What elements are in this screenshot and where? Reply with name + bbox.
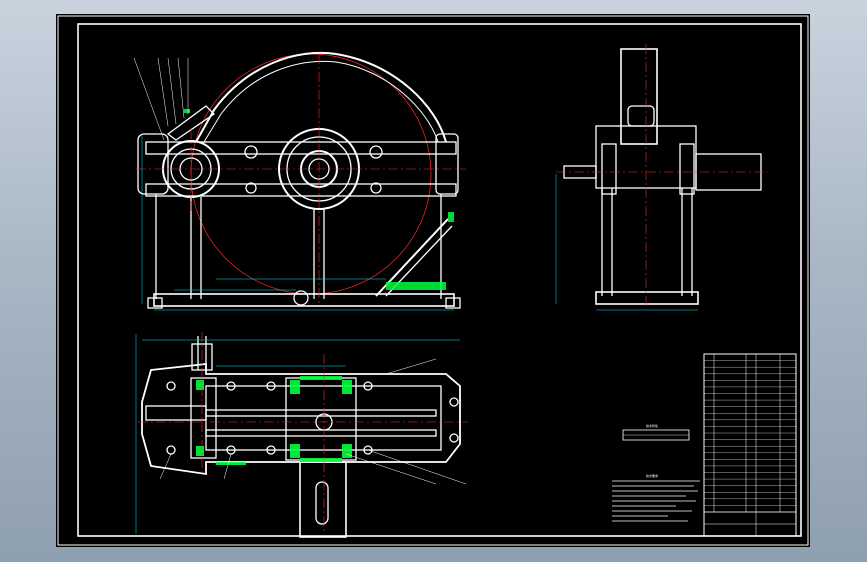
bolt-boss xyxy=(245,182,257,194)
leader-line xyxy=(177,57,185,119)
plan-housing-outline xyxy=(141,362,461,476)
plan-leaders xyxy=(159,358,467,485)
bolt-boss xyxy=(244,145,258,159)
title-block xyxy=(703,353,797,537)
base-plate xyxy=(153,293,455,307)
plan-bolt xyxy=(449,433,459,443)
base-foot-right xyxy=(445,297,461,309)
plan-inner-cavity xyxy=(205,385,442,451)
front-leaders xyxy=(133,57,189,141)
gear-cover-outline xyxy=(195,51,447,143)
spec-heading: 技术特性 xyxy=(646,424,659,428)
gear-teeth-section xyxy=(300,458,342,462)
plan-input-shaft xyxy=(145,405,207,421)
drawing-sheet: 技术特性 技术要求 xyxy=(56,14,810,547)
bearing-section xyxy=(196,446,204,456)
side-bearing-left xyxy=(601,143,617,195)
leader-line xyxy=(133,57,165,141)
leader-line xyxy=(159,453,172,480)
plan-gear-shaft xyxy=(205,429,437,437)
plan-bolt xyxy=(166,381,176,391)
plan-bolt xyxy=(226,381,236,391)
bearing-section xyxy=(342,380,352,394)
base-foot-left xyxy=(147,297,163,309)
bearing-section xyxy=(196,380,204,390)
side-body xyxy=(620,48,658,145)
plan-centre-lines xyxy=(138,332,468,534)
leader-line xyxy=(345,453,437,485)
side-centre-lines xyxy=(556,44,768,309)
plan-bearing-block-left xyxy=(190,377,217,459)
upper-flange xyxy=(145,141,457,155)
leader-line xyxy=(157,57,169,127)
side-dimensions xyxy=(555,174,698,311)
bolt-boss xyxy=(370,182,382,194)
bearing-section xyxy=(342,444,352,458)
plug-fill xyxy=(184,109,190,113)
side-base xyxy=(595,291,699,305)
bearing-section xyxy=(290,380,300,394)
title-block-frame xyxy=(703,353,797,537)
front-centre-lines xyxy=(136,54,466,304)
plan-section-view xyxy=(141,336,461,538)
plan-bolt xyxy=(266,445,276,455)
plan-bolt xyxy=(266,381,276,391)
front-section-fills xyxy=(184,109,454,290)
left-end-cap xyxy=(137,133,169,195)
right-end-cap xyxy=(435,133,459,195)
notes-heading: 技术要求 xyxy=(646,474,659,478)
plan-bolt xyxy=(363,381,373,391)
front-dimensions xyxy=(141,134,454,311)
side-bearing-right xyxy=(679,143,695,195)
seal-section xyxy=(216,462,246,465)
sheet-outer-frame xyxy=(57,15,809,546)
leader-line xyxy=(367,449,467,485)
gear-cover-inner xyxy=(203,60,439,143)
bolt-boss xyxy=(369,145,383,159)
plan-pinion-shaft xyxy=(205,409,437,417)
leader-line xyxy=(167,57,177,125)
cad-drawing xyxy=(57,15,809,546)
plan-output-extension xyxy=(299,461,347,538)
plan-section-fills xyxy=(196,376,352,465)
bearing-section xyxy=(290,444,300,458)
gear-teeth-section xyxy=(300,376,342,380)
spec-box xyxy=(622,429,690,441)
plan-keyway xyxy=(315,481,329,525)
plan-bolt xyxy=(166,445,176,455)
plan-dimensions xyxy=(135,334,460,534)
oil-level-fill xyxy=(386,282,446,290)
leader-line xyxy=(385,358,437,375)
gauge-fill xyxy=(448,212,454,222)
leader-line xyxy=(223,453,232,480)
side-inspection-cover xyxy=(627,105,655,127)
front-elevation-view xyxy=(137,51,461,309)
technical-notes xyxy=(612,480,700,522)
sheet-inner-frame xyxy=(77,23,802,537)
drain-plug xyxy=(293,290,309,306)
side-elevation-view xyxy=(563,48,762,305)
plan-bolt xyxy=(449,397,459,407)
plan-bolt xyxy=(363,445,373,455)
vent-plug xyxy=(166,105,216,141)
